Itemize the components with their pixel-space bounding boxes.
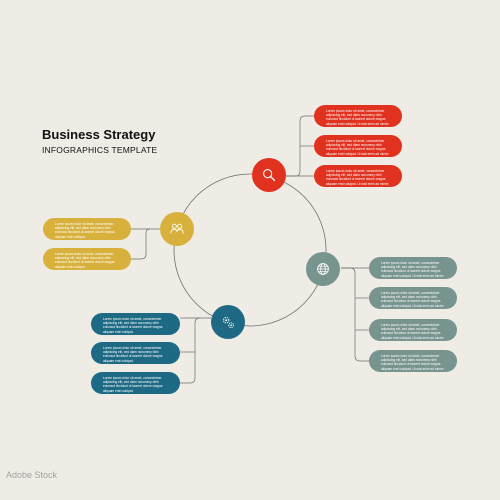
pill-text: Lorem ipsum dolor sit amet, consectetuer…: [326, 139, 389, 156]
magnifier-icon: [263, 169, 276, 182]
people-icon: [170, 223, 184, 234]
stock-watermark-brand: Adobe Stock: [6, 470, 58, 480]
pill-text: Lorem ipsum dolor sit amet, consectetuer…: [103, 376, 163, 393]
sage-pill-2[interactable]: Lorem ipsum dolor sit amet, consectetuer…: [369, 287, 457, 309]
teal-pill-1[interactable]: Lorem ipsum dolor sit amet, consectetuer…: [91, 313, 180, 335]
red-pill-3[interactable]: Lorem ipsum dolor sit amet, consectetuer…: [314, 165, 402, 187]
mustard-pill-1[interactable]: Lorem ipsum dolor sit amet, consectetuer…: [43, 218, 131, 240]
teal-pill-2[interactable]: Lorem ipsum dolor sit amet, consectetuer…: [91, 342, 180, 364]
pill-text: Lorem ipsum dolor sit amet, consectetuer…: [55, 252, 115, 269]
mustard-branch-lines: [131, 228, 160, 260]
pill-text: Lorem ipsum dolor sit amet, consectetuer…: [55, 222, 115, 239]
search-node[interactable]: [252, 158, 286, 192]
pill-text: Lorem ipsum dolor sit amet, consectetuer…: [381, 354, 444, 371]
sage-pill-4[interactable]: Lorem ipsum dolor sit amet, consectetuer…: [369, 350, 457, 372]
central-ring: [173, 173, 327, 327]
pill-text: Lorem ipsum dolor sit amet, consectetuer…: [326, 109, 389, 126]
pill-text: Lorem ipsum dolor sit amet, consectetuer…: [103, 346, 163, 363]
pill-text: Lorem ipsum dolor sit amet, consectetuer…: [103, 317, 163, 334]
globe-icon: [317, 263, 329, 275]
teal-branch-lines: [180, 317, 211, 384]
settings-node[interactable]: [211, 305, 245, 339]
pill-text: Lorem ipsum dolor sit amet, consectetuer…: [326, 169, 389, 186]
pill-text: Lorem ipsum dolor sit amet, consectetuer…: [381, 291, 444, 308]
page-subtitle: INFOGRAPHICS TEMPLATE: [42, 145, 158, 155]
sage-pill-1[interactable]: Lorem ipsum dolor sit amet, consectetuer…: [369, 257, 457, 279]
team-node[interactable]: [160, 212, 194, 246]
sage-pill-3[interactable]: Lorem ipsum dolor sit amet, consectetuer…: [369, 319, 457, 341]
red-pill-1[interactable]: Lorem ipsum dolor sit amet, consectetuer…: [314, 105, 402, 127]
teal-pill-3[interactable]: Lorem ipsum dolor sit amet, consectetuer…: [91, 372, 180, 394]
red-branch-lines: [286, 115, 314, 177]
gears-icon: [223, 317, 234, 328]
page-title: Business Strategy: [42, 127, 156, 142]
sage-branch-lines: [341, 267, 369, 362]
global-node[interactable]: [306, 252, 340, 286]
red-pill-2[interactable]: Lorem ipsum dolor sit amet, consectetuer…: [314, 135, 402, 157]
mustard-pill-2[interactable]: Lorem ipsum dolor sit amet, consectetuer…: [43, 248, 131, 270]
pill-text: Lorem ipsum dolor sit amet, consectetuer…: [381, 323, 444, 340]
pill-text: Lorem ipsum dolor sit amet, consectetuer…: [381, 261, 444, 278]
